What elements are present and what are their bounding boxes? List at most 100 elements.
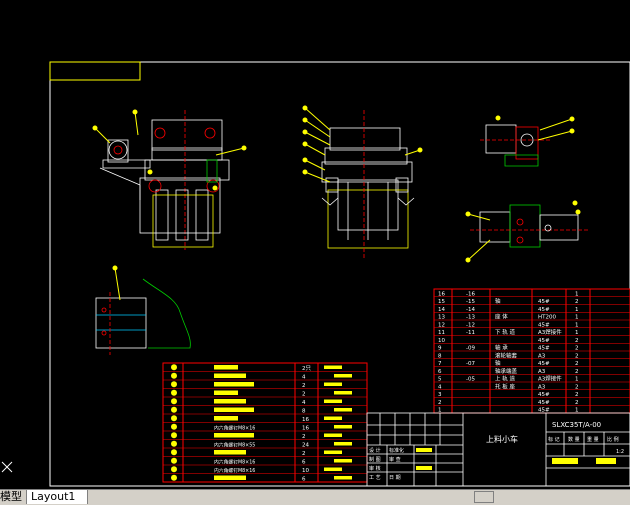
std-cell-qty: 2 — [302, 451, 306, 457]
title-product-name: 上料小车 — [486, 434, 518, 444]
std-item-bubble — [171, 415, 177, 422]
parts-cell-no: 1 — [438, 408, 442, 414]
parts-cell-material: HT200 — [538, 315, 556, 321]
parts-cell-name: 下 轨 道 — [495, 328, 515, 336]
parts-cell-no: 11 — [438, 330, 445, 336]
detail-view-top[interactable] — [480, 124, 550, 167]
parts-cell-material: 45# — [538, 346, 550, 352]
std-remark-highlight — [324, 467, 342, 471]
title-drawing-number: SLXC35T/A-00 — [552, 421, 601, 429]
std-remark-highlight — [334, 408, 352, 412]
title-label-date: 日 期 — [389, 475, 401, 481]
std-remark-highlight — [324, 416, 342, 420]
std-cell-qty: 6 — [302, 460, 306, 466]
parts-cell-code: -07 — [466, 361, 475, 367]
parts-cell-no: 15 — [438, 299, 445, 305]
detail-view-middle[interactable] — [470, 204, 590, 248]
std-item-bubble — [171, 372, 177, 379]
tab-layout1[interactable]: Layout1 — [26, 490, 88, 504]
title-highlight-2 — [596, 458, 616, 464]
std-name-highlight — [214, 433, 254, 438]
parts-cell-qty: 1 — [575, 330, 579, 336]
std-cell-name: 内六角螺钉M8×16 — [214, 467, 255, 474]
std-cell-qty: 4 — [302, 400, 306, 406]
std-name-highlight — [214, 450, 246, 455]
parts-cell-material: 45# — [538, 307, 550, 313]
title-header-cell-3: 比 例 — [607, 436, 619, 443]
parts-cell-qty: 2 — [575, 384, 579, 390]
parts-cell-material: 45# — [538, 361, 550, 367]
parts-cell-material: 45# — [538, 408, 550, 414]
std-cell-qty: 16 — [302, 426, 309, 432]
std-remark-highlight — [334, 459, 352, 463]
std-cell-qty: 2 — [302, 392, 306, 398]
layout-tab-bar: 模型 Layout1 — [0, 489, 630, 505]
tab-model[interactable]: 模型 — [0, 490, 22, 503]
std-item-bubble — [171, 466, 177, 473]
std-remark-highlight — [334, 425, 352, 429]
std-name-highlight — [214, 399, 246, 404]
parts-cell-code: -11 — [466, 330, 475, 336]
std-item-bubble — [171, 423, 177, 430]
std-remark-highlight — [334, 476, 352, 480]
parts-cell-no: 14 — [438, 307, 445, 313]
title-label-draw: 制 图 — [369, 456, 381, 463]
parts-cell-material: A3 — [538, 353, 546, 359]
std-item-bubble — [171, 406, 177, 413]
parts-cell-qty: 2 — [575, 400, 579, 406]
title-scale: 1:2 — [616, 449, 624, 455]
std-cell-qty: 2只 — [302, 365, 311, 372]
std-item-bubble — [171, 449, 177, 456]
parts-cell-name: 座 体 — [495, 313, 508, 321]
std-remark-highlight — [324, 365, 342, 369]
leader-lines-left — [92, 109, 247, 191]
parts-cell-no: 10 — [438, 338, 445, 344]
parts-cell-no: 2 — [438, 400, 442, 406]
scrollbar-thumb[interactable] — [474, 491, 494, 503]
front-view-assembly[interactable] — [99, 110, 230, 250]
title-header-cell-2: 重 量 — [587, 436, 599, 443]
std-remark-highlight — [324, 399, 342, 403]
std-cell-qty: 8 — [302, 409, 306, 415]
std-name-highlight — [214, 382, 254, 387]
parts-cell-material: 45# — [538, 299, 550, 305]
parts-cell-no: 3 — [438, 392, 442, 398]
title-label-design: 设 计 — [369, 447, 381, 454]
parts-cell-qty: 2 — [575, 338, 579, 344]
parts-cell-name: 滚轮轴套 — [495, 351, 518, 359]
title-label-std: 标准化 — [389, 447, 404, 454]
leader-lines-right-mid — [465, 200, 581, 263]
parts-cell-qty: 1 — [575, 408, 579, 414]
std-cell-qty: 2 — [302, 383, 306, 389]
parts-cell-qty: 2 — [575, 392, 579, 398]
detail-view-lower-left[interactable] — [95, 278, 191, 355]
parts-cell-code: -16 — [466, 291, 475, 297]
parts-cell-qty: 1 — [575, 377, 579, 383]
std-item-bubble — [171, 398, 177, 405]
title-label-review: 审 核 — [369, 465, 381, 472]
parts-cell-qty: 1 — [575, 307, 579, 313]
parts-cell-no: 16 — [438, 291, 445, 297]
std-item-bubble — [171, 389, 177, 396]
std-remark-highlight — [334, 442, 352, 446]
parts-cell-name: 轴 — [495, 359, 501, 367]
parts-cell-qty: 1 — [575, 322, 579, 328]
side-view-assembly[interactable] — [321, 110, 415, 258]
parts-cell-material: A3焊接件 — [538, 328, 562, 336]
title-block[interactable] — [366, 412, 630, 487]
std-item-bubble — [171, 432, 177, 439]
std-cell-qty: 6 — [302, 477, 306, 483]
parts-cell-material: 45# — [538, 400, 550, 406]
parts-cell-material: 45# — [538, 392, 550, 398]
parts-cell-qty: 1 — [575, 291, 579, 297]
parts-cell-qty: 2 — [575, 369, 579, 375]
std-item-bubble — [171, 364, 177, 371]
std-cell-qty: 24 — [302, 443, 309, 449]
std-cell-qty: 16 — [302, 417, 309, 423]
leader-lines-lower-left — [112, 265, 121, 301]
ucs-icon — [1, 461, 13, 473]
horizontal-scrollbar[interactable] — [94, 491, 474, 503]
